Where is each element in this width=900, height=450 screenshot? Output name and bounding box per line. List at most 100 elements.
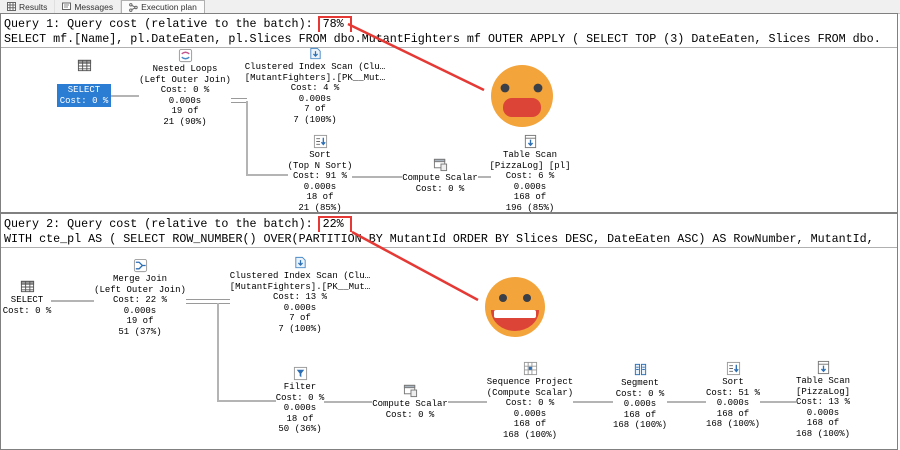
sort-icon <box>726 361 741 376</box>
node-text-line: 19 of <box>171 106 199 116</box>
connector <box>760 401 796 403</box>
node-text-line: 0.000s <box>513 408 547 419</box>
node-text-line: 168 of <box>806 418 840 428</box>
node-text-line: Cost: 4 % <box>290 83 340 93</box>
table-scan-icon <box>523 134 538 149</box>
tab-messages[interactable]: Messages <box>55 0 122 13</box>
segment-icon <box>633 362 648 377</box>
node-text-line: Cost: 13 % <box>795 397 850 407</box>
plan-node-clustered-index-scan-q2[interactable]: Clustered Index Scan (Clu…[MutantFighter… <box>220 255 380 334</box>
node-text-line: Cost: 91 % <box>292 171 347 181</box>
node-text-line: (Left Outer Join) <box>94 284 186 295</box>
node-text-line: Compute Scalar <box>402 173 478 183</box>
plan-node-table-scan-q1[interactable]: Table Scan[PizzaLog] [pl]Cost: 6 %0.000s… <box>450 134 610 213</box>
sequence-project-icon <box>523 361 538 376</box>
node-text-line: Cost: 0 % <box>615 388 665 399</box>
connector <box>186 299 230 304</box>
node-text-line: 0.000s <box>168 95 202 106</box>
node-text-line: 18 of <box>286 413 314 424</box>
node-text-line: Compute Scalar <box>372 399 448 409</box>
node-text-line: 0.000s <box>298 93 332 104</box>
connector <box>246 174 288 176</box>
query2-title: Query 2: Query cost (relative to the bat… <box>4 217 313 231</box>
clustered-index-scan-icon <box>293 255 308 270</box>
node-text-line: 50 (36%) <box>278 424 322 434</box>
connector <box>217 303 219 401</box>
node-text-line: 168 (100%) <box>795 428 850 439</box>
node-text-line: 168 of <box>513 419 547 429</box>
node-text-line: 0.000s <box>806 407 840 418</box>
tab-messages-label: Messages <box>74 1 114 12</box>
merge-join-icon <box>133 258 148 273</box>
plan-node-merge-join[interactable]: Merge Join(Left Outer Join)Cost: 22 %0.0… <box>60 258 220 337</box>
node-text-line: Cost: 0 % <box>2 305 52 316</box>
compute-scalar-icon <box>403 383 418 398</box>
nested-loops-icon <box>178 48 193 63</box>
node-text-line: Cost: 0 % <box>275 392 325 403</box>
node-text-line: 168 (100%) <box>705 419 760 429</box>
node-text-line: Nested Loops <box>152 64 218 74</box>
node-text-line: Sort <box>722 377 744 387</box>
clustered-index-scan-icon <box>308 46 323 61</box>
query2-cost-value: 22% <box>317 216 352 232</box>
node-text-line: 168 of <box>716 408 750 419</box>
tab-execution-plan[interactable]: Execution plan <box>121 0 205 13</box>
connector <box>324 401 372 403</box>
node-text-line: 7 of <box>304 104 326 114</box>
query1-plan-pane: Query 1: Query cost (relative to the bat… <box>0 13 898 213</box>
node-text-line: Merge Join <box>112 274 167 284</box>
node-text-line: 0.000s <box>123 305 157 316</box>
node-text-line: Segment <box>621 378 659 388</box>
node-text-line: 19 of <box>126 316 154 326</box>
plan-node-sequence-project[interactable]: Sequence Project(Compute Scalar)Cost: 0 … <box>450 361 610 440</box>
plan-node-clustered-index-scan-q1[interactable]: Clustered Index Scan (Clu…[MutantFighter… <box>235 46 395 125</box>
node-text-line: 21 (85%) <box>298 202 342 213</box>
node-text-line: 0.000s <box>283 302 317 313</box>
node-text-line: 18 of <box>306 192 334 202</box>
node-text-line: 196 (85%) <box>505 202 555 213</box>
connector <box>110 95 139 97</box>
node-text-line: Sort <box>309 150 331 160</box>
select-result-icon <box>77 58 92 73</box>
node-text-line: (Top N Sort) <box>287 160 353 171</box>
connector <box>246 101 248 176</box>
node-text-line: Clustered Index Scan (Clu… <box>229 271 371 281</box>
node-text-line: Cost: 51 % <box>705 387 760 398</box>
node-text-line: Cost: 0 % <box>505 398 555 408</box>
node-text-line: SELECT <box>67 85 101 95</box>
node-text-line: Cost: 0 % <box>160 85 210 95</box>
select-result-icon <box>20 279 35 294</box>
node-text-line: 0.000s <box>513 181 547 192</box>
node-text-line: 168 of <box>513 192 547 202</box>
node-text-line: 0.000s <box>716 398 750 408</box>
node-text-line: 0.000s <box>283 403 317 413</box>
node-text-line: 0.000s <box>303 181 337 192</box>
connector <box>448 401 487 403</box>
node-text-line: [PizzaLog] <box>795 386 850 397</box>
filter-icon <box>293 366 308 381</box>
node-text-line: [MutantFighters].[PK__Mut… <box>229 281 371 292</box>
tab-execution-plan-label: Execution plan <box>141 2 197 12</box>
sort-icon <box>313 134 328 149</box>
node-text-line: Table Scan <box>502 150 557 160</box>
node-text-line: Cost: 0 % <box>385 409 435 420</box>
connector <box>478 176 491 178</box>
query2-header: Query 2: Query cost (relative to the bat… <box>1 214 897 232</box>
connector <box>573 401 613 403</box>
connector <box>667 401 706 403</box>
plan-node-nested-loops[interactable]: Nested Loops(Left Outer Join)Cost: 0 %0.… <box>105 48 265 127</box>
node-text-line: [PizzaLog] [pl] <box>489 160 571 171</box>
tab-results[interactable]: Results <box>0 0 56 13</box>
tab-results-label: Results <box>19 1 48 12</box>
node-text-line: 7 of <box>289 313 311 323</box>
